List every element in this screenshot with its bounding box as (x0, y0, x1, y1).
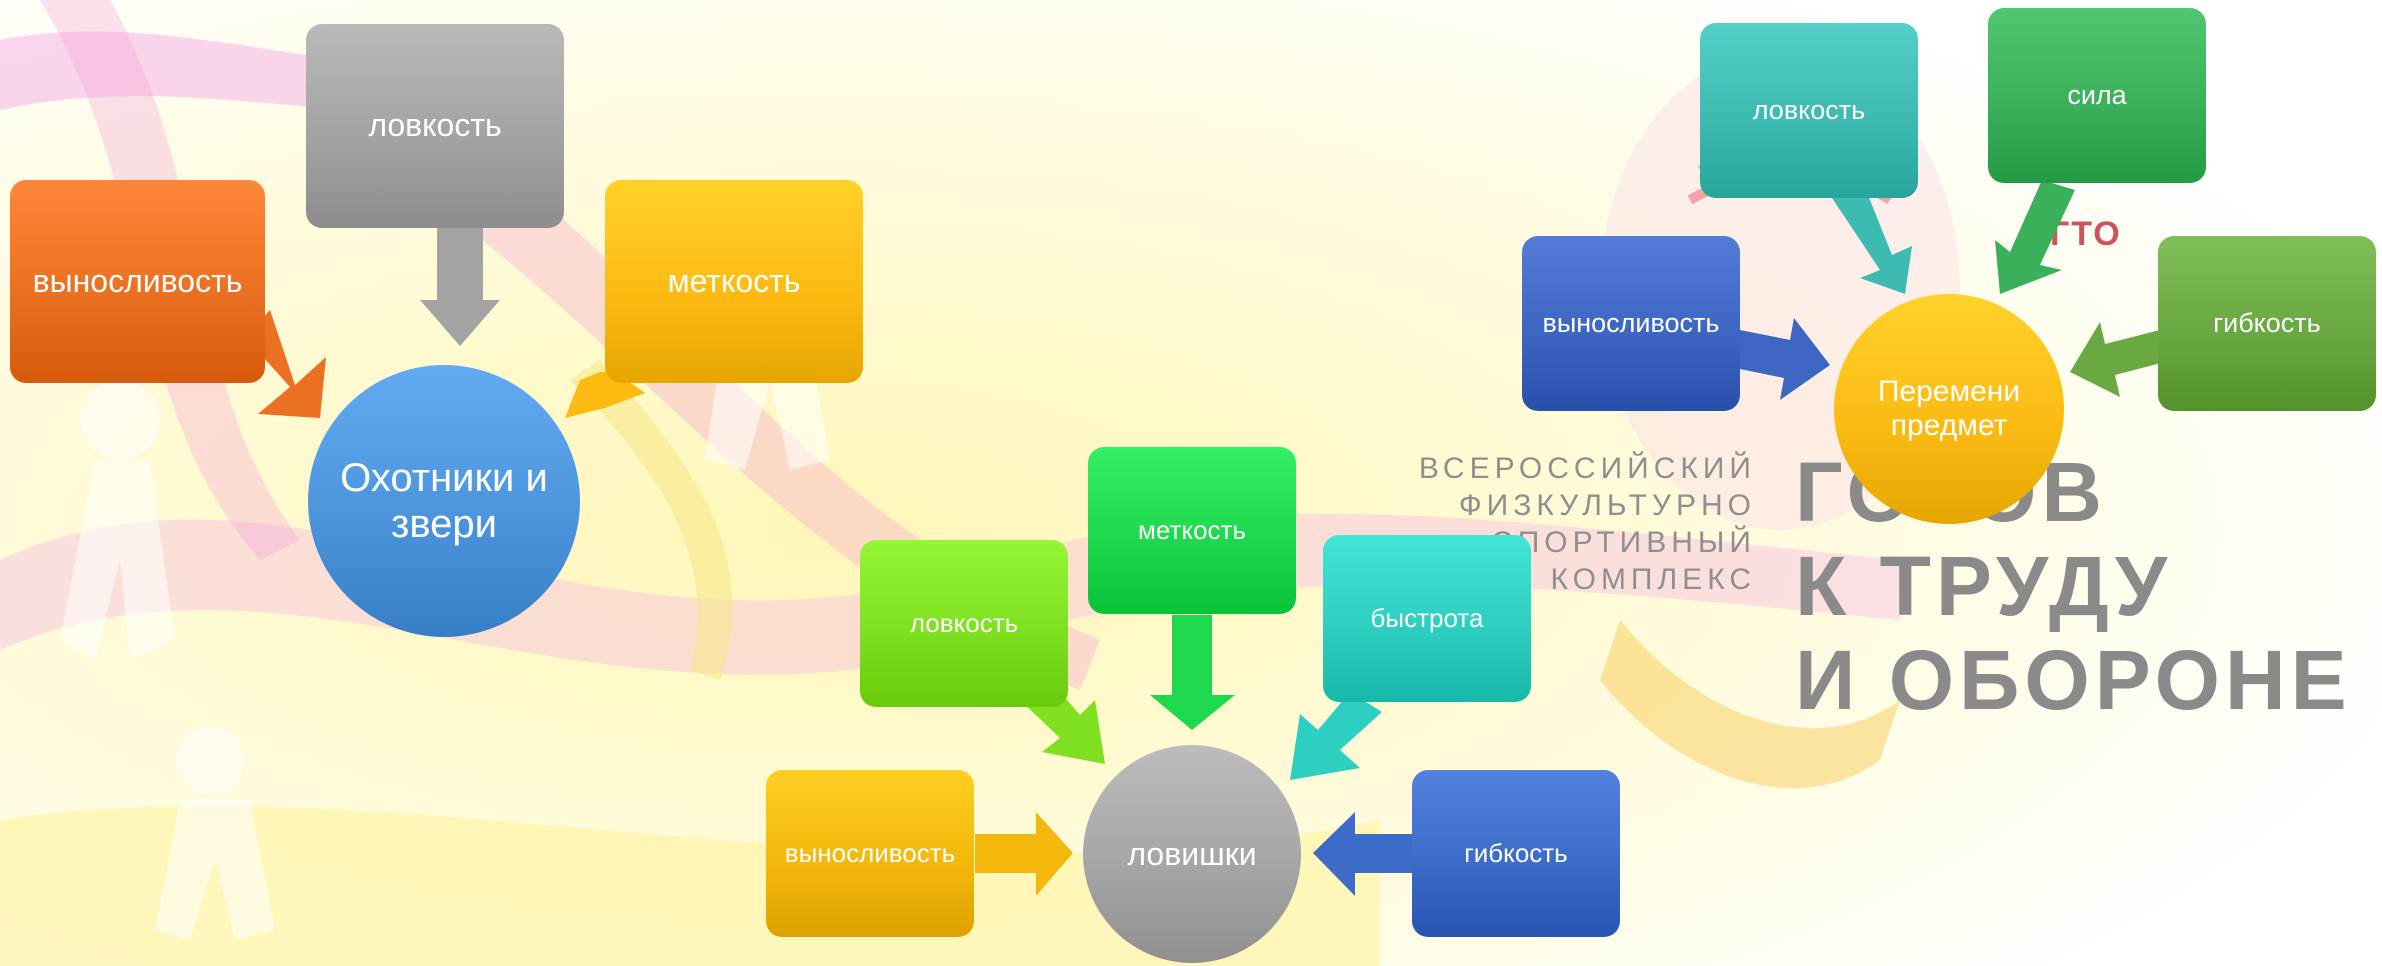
node-accuracy: меткость (1088, 447, 1296, 614)
node-endurance: выносливость (766, 770, 974, 937)
node-strength: сила (1988, 8, 2206, 183)
node-accuracy: меткость (605, 180, 863, 383)
node-flexibility: гибкость (1412, 770, 1620, 937)
node-speed: быстрота (1323, 535, 1531, 702)
hub-catchers: ловишки (1083, 745, 1301, 963)
slogan-small: ВСЕРОССИЙСКИЙ ФИЗКУЛЬТУРНО СПОРТИВНЫЙ КО… (1418, 452, 1756, 596)
hub-swap-object: Перемени предмет (1834, 294, 2064, 524)
node-flexibility: гибкость (2158, 236, 2376, 411)
hub-hunters-and-beasts: Охотники и звери (308, 365, 580, 637)
node-agility: ловкость (860, 540, 1068, 707)
node-agility: ловкость (306, 24, 564, 228)
node-endurance: выносливость (10, 180, 265, 383)
emblem-label: ГТО (2050, 215, 2122, 253)
node-agility: ловкость (1700, 23, 1918, 198)
node-endurance: выносливость (1522, 236, 1740, 411)
